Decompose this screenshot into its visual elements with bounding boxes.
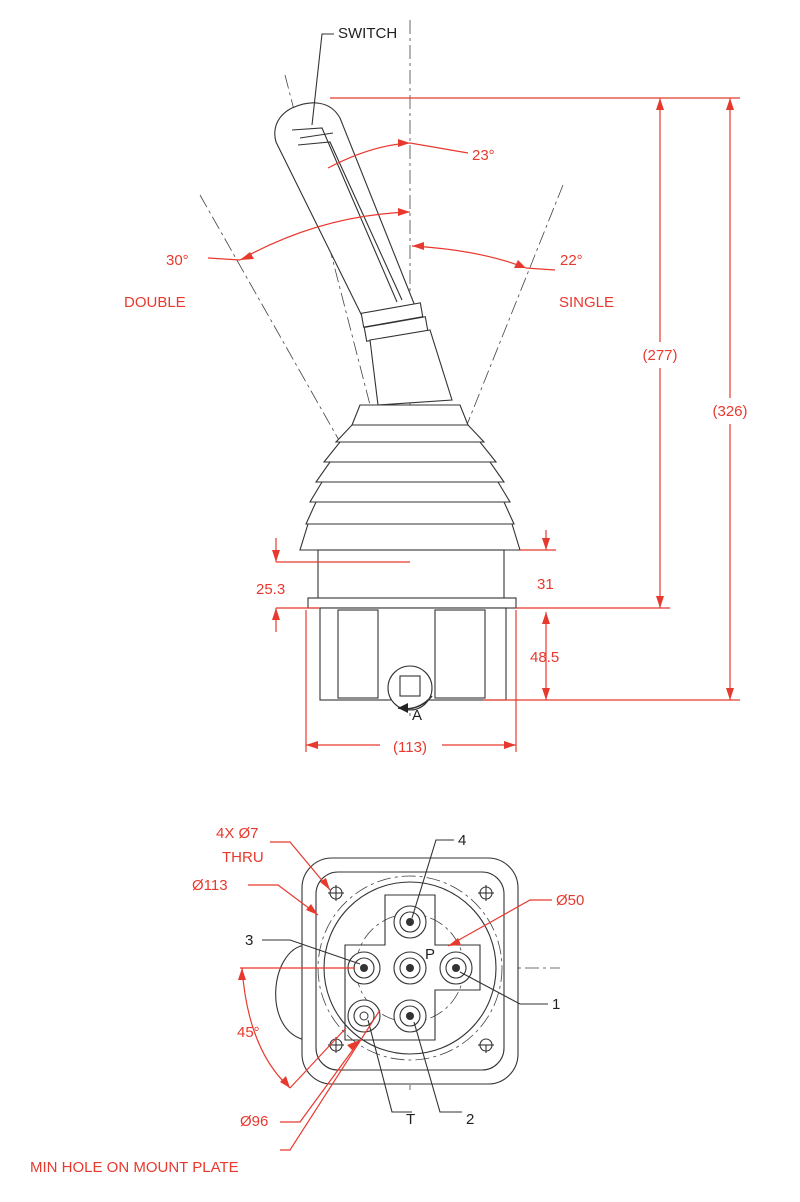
angle-30-label: 30° bbox=[166, 252, 189, 269]
port-center bbox=[393, 951, 427, 985]
angle-23-label: 23° bbox=[472, 147, 495, 164]
rubber-boot bbox=[299, 404, 521, 551]
dim-31-label: 31 bbox=[537, 576, 554, 593]
dim-277 bbox=[330, 97, 740, 609]
angle-arc-30 bbox=[239, 211, 411, 261]
bottom-view: 4 3 1 2 T P 4X Ø7 THRU Ø113 Ø50 45° Ø96 bbox=[30, 825, 584, 1176]
port-p-label: P bbox=[425, 946, 435, 963]
angle-22-label: 22° bbox=[560, 252, 583, 269]
angle-45-label: 45° bbox=[237, 1024, 260, 1041]
view-a-label: A bbox=[412, 707, 422, 724]
dim-277-label: (277) bbox=[642, 347, 677, 364]
switch-leader bbox=[311, 33, 334, 126]
dim-326-label: (326) bbox=[712, 403, 747, 420]
port-1-label: 1 bbox=[552, 996, 560, 1013]
dim-113 bbox=[305, 610, 517, 757]
min-hole-label: MIN HOLE ON MOUNT PLATE bbox=[30, 1159, 239, 1176]
valve-body bbox=[319, 607, 507, 711]
dim-25-3 bbox=[272, 538, 410, 632]
thru-label: THRU bbox=[222, 849, 264, 866]
dim-326 bbox=[483, 98, 758, 701]
joystick-handle bbox=[274, 102, 453, 406]
dia-50-label: Ø50 bbox=[556, 892, 584, 909]
dim-48-5-label: 48.5 bbox=[530, 649, 559, 666]
port-4-label: 4 bbox=[458, 832, 466, 849]
dim-31 bbox=[520, 530, 556, 551]
bolt-circle-label: Ø113 bbox=[192, 877, 228, 894]
single-label: SINGLE bbox=[559, 294, 614, 311]
dim-113-label: (113) bbox=[393, 739, 427, 756]
port-t bbox=[347, 999, 381, 1033]
holes-label: 4X Ø7 bbox=[216, 825, 259, 842]
switch-label: SWITCH bbox=[338, 25, 397, 42]
side-view: (277) (326) 25.3 31 bbox=[124, 20, 758, 757]
port-4 bbox=[393, 905, 427, 939]
dia-96-label: Ø96 bbox=[240, 1113, 268, 1130]
port-t-label: T bbox=[406, 1111, 415, 1128]
port-2-label: 2 bbox=[466, 1111, 474, 1128]
port-2 bbox=[393, 999, 427, 1033]
dim-48-5 bbox=[542, 612, 550, 700]
dim-25-3-label: 25.3 bbox=[256, 581, 285, 598]
port-3-label: 3 bbox=[245, 932, 253, 949]
angle-arc-22 bbox=[411, 245, 527, 269]
double-label: DOUBLE bbox=[124, 294, 186, 311]
cable-boss bbox=[275, 944, 306, 1041]
port-1 bbox=[439, 951, 473, 985]
mounting-flange bbox=[307, 549, 517, 609]
angle-arc-45 bbox=[241, 967, 291, 1089]
